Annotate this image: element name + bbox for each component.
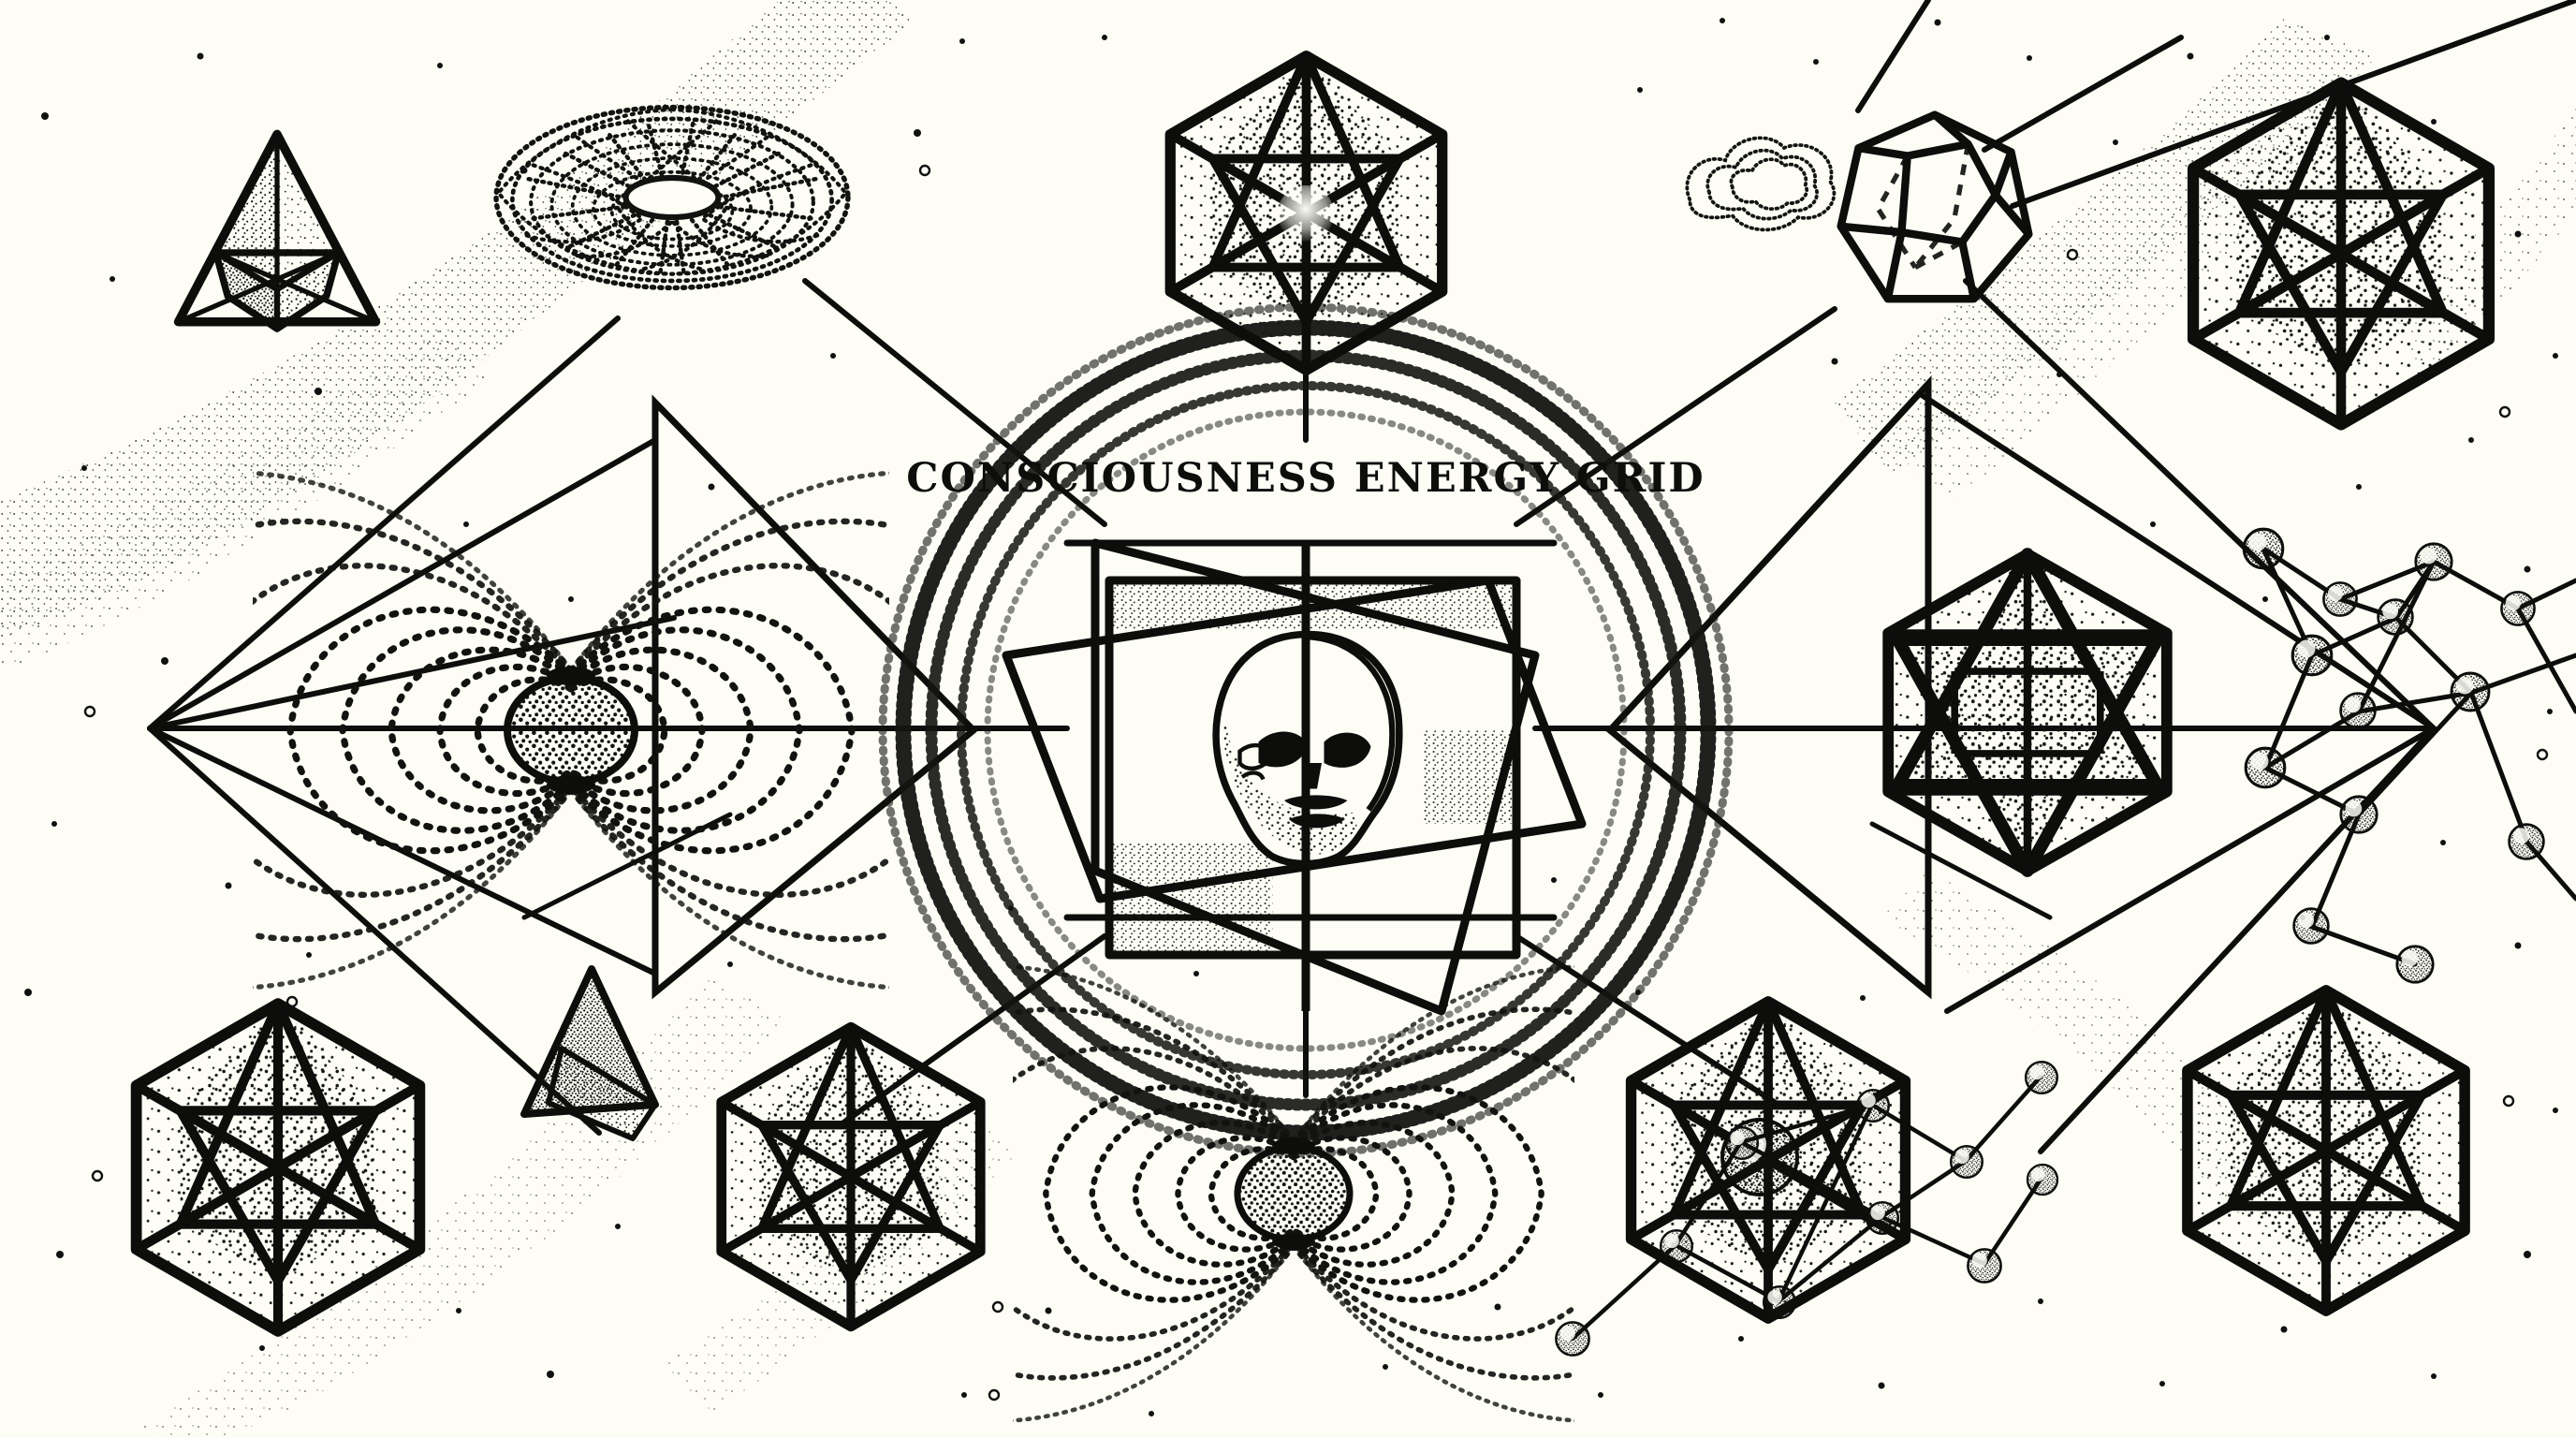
page-title: CONSCIOUSNESS ENERGY GRID [906, 455, 1705, 502]
figure-icosahedron-top-center [1170, 56, 1442, 371]
figure-molecular-cluster-bottom [1555, 1060, 2059, 1357]
figure-molecular-lattice-right [2242, 527, 2576, 984]
central-skull-assembly [1002, 538, 1587, 1016]
plane-diagonal-right [1090, 538, 1540, 1016]
plane-back [1105, 576, 1521, 960]
figure-crystal-small [520, 965, 659, 1141]
